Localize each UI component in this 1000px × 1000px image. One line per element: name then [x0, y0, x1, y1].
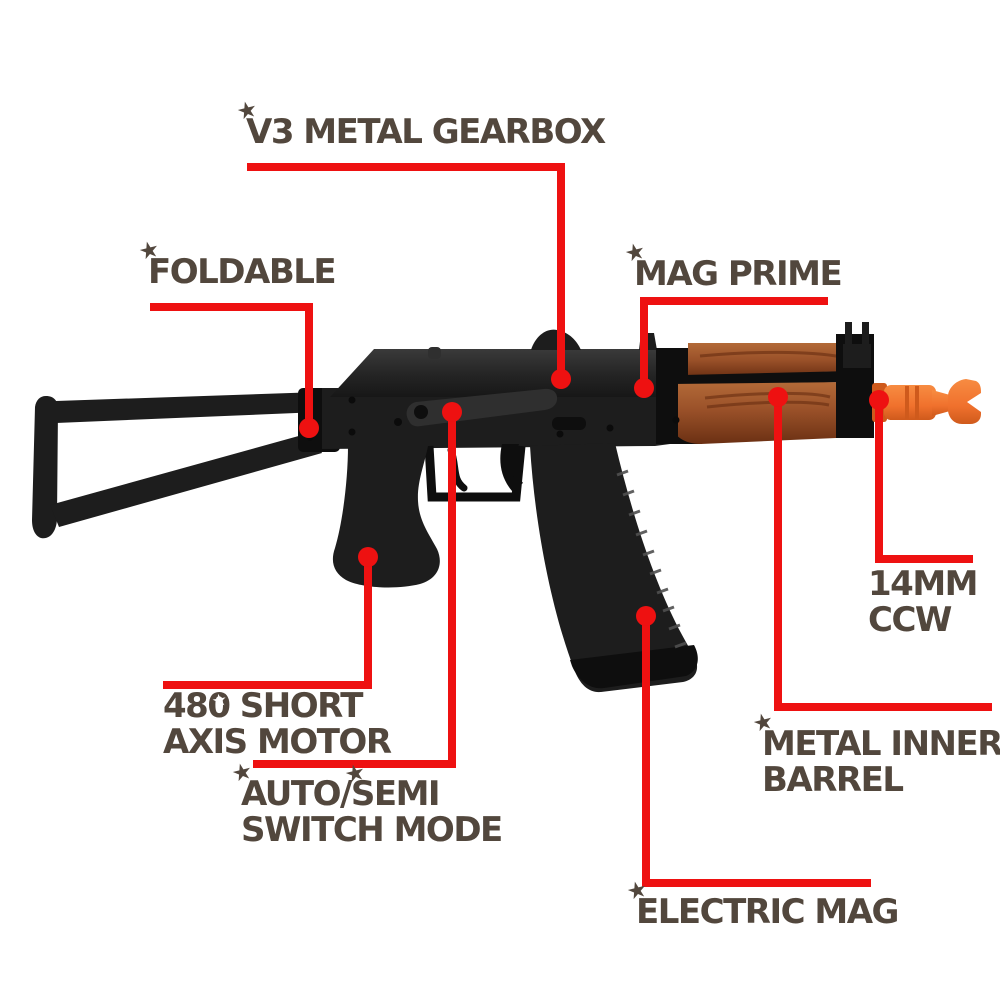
trigger-guard [424, 445, 526, 502]
label-electric-mag: ★ ELECTRIC MAG [624, 876, 899, 932]
callout-dot-mag-prime [634, 378, 654, 398]
label-text: SWITCH MODE [241, 810, 503, 850]
callout-dot-gearbox [551, 369, 571, 389]
callout-dot-switch-mode [442, 402, 462, 422]
handguard-rear-ring [664, 376, 678, 442]
callout-line-mag-prime [640, 297, 828, 385]
label-mag-prime: ★ MAG PRIME [622, 238, 843, 294]
label-text: BARREL [762, 760, 904, 800]
muzzle-groove-2 [915, 386, 919, 419]
rifle-illustration [32, 322, 981, 693]
lower-handguard [671, 382, 852, 444]
label-text: CCW [868, 600, 952, 640]
handguard-gap [684, 371, 852, 385]
flash-hider-notch [967, 393, 981, 412]
label-text: V3 METAL GEARBOX [246, 112, 606, 152]
magazine-ribs [616, 469, 687, 649]
label-text: 14MM [868, 564, 978, 604]
label-text: METAL INNER [762, 724, 1000, 764]
mag-release-slot [552, 417, 586, 430]
upper-handguard-grain [699, 350, 843, 359]
callout-line-gearbox [247, 163, 565, 377]
callout-dot-ccw [869, 390, 889, 410]
label-auto-semi-switch-mode: ★ ★ AUTO/SEMI SWITCH MODE [229, 758, 503, 850]
muzzle-groove-1 [905, 386, 909, 419]
magazine-baseplate [570, 645, 698, 689]
muzzle-body [884, 385, 936, 420]
label-text: 480 SHORT [163, 686, 363, 726]
label-text: AUTO/SEMI [241, 774, 441, 814]
stock-buttplate [32, 396, 58, 539]
callout-line-motor [163, 557, 372, 689]
front-sight [843, 322, 871, 368]
stock-lower-strut [50, 432, 322, 527]
callout-line-electric-mag [642, 616, 871, 887]
callout-line-inner-barrel [774, 397, 992, 711]
selector-pivot [414, 405, 428, 419]
label-text: MAG PRIME [634, 254, 843, 294]
callouts [150, 163, 992, 887]
stock-upper-strut [56, 392, 320, 423]
label-metal-inner-barrel: ★ METAL INNER BARREL [750, 708, 1000, 800]
label-text: FOLDABLE [148, 252, 337, 292]
magazine [530, 443, 698, 693]
callout-line-switch-mode [253, 412, 456, 768]
callout-dot-foldable [299, 418, 319, 438]
receiver-cover [330, 349, 662, 397]
cover-ridge [428, 347, 441, 359]
callout-line-foldable [150, 303, 313, 425]
rear-sight [531, 329, 581, 350]
flash-hider-cone [948, 379, 981, 424]
callout-line-ccw [875, 400, 973, 563]
label-480-short-axis-motor: ★ 480 SHORT AXIS MOTOR [163, 686, 392, 762]
pistol-grip [332, 446, 440, 588]
muzzle-waist [932, 390, 950, 416]
label-v3-metal-gearbox: ★ V3 METAL GEARBOX [234, 96, 606, 152]
label-foldable: ★ FOLDABLE [136, 236, 337, 292]
callout-dot-electric-mag [636, 606, 656, 626]
callout-dot-inner-barrel [768, 387, 788, 407]
label-text: AXIS MOTOR [163, 722, 392, 762]
callout-dot-motor [358, 547, 378, 567]
label-text: ELECTRIC MAG [636, 892, 899, 932]
label-14mm-ccw: 14MM CCW [868, 564, 978, 640]
star-icon: ★ [210, 689, 229, 713]
upper-handguard [688, 343, 851, 377]
